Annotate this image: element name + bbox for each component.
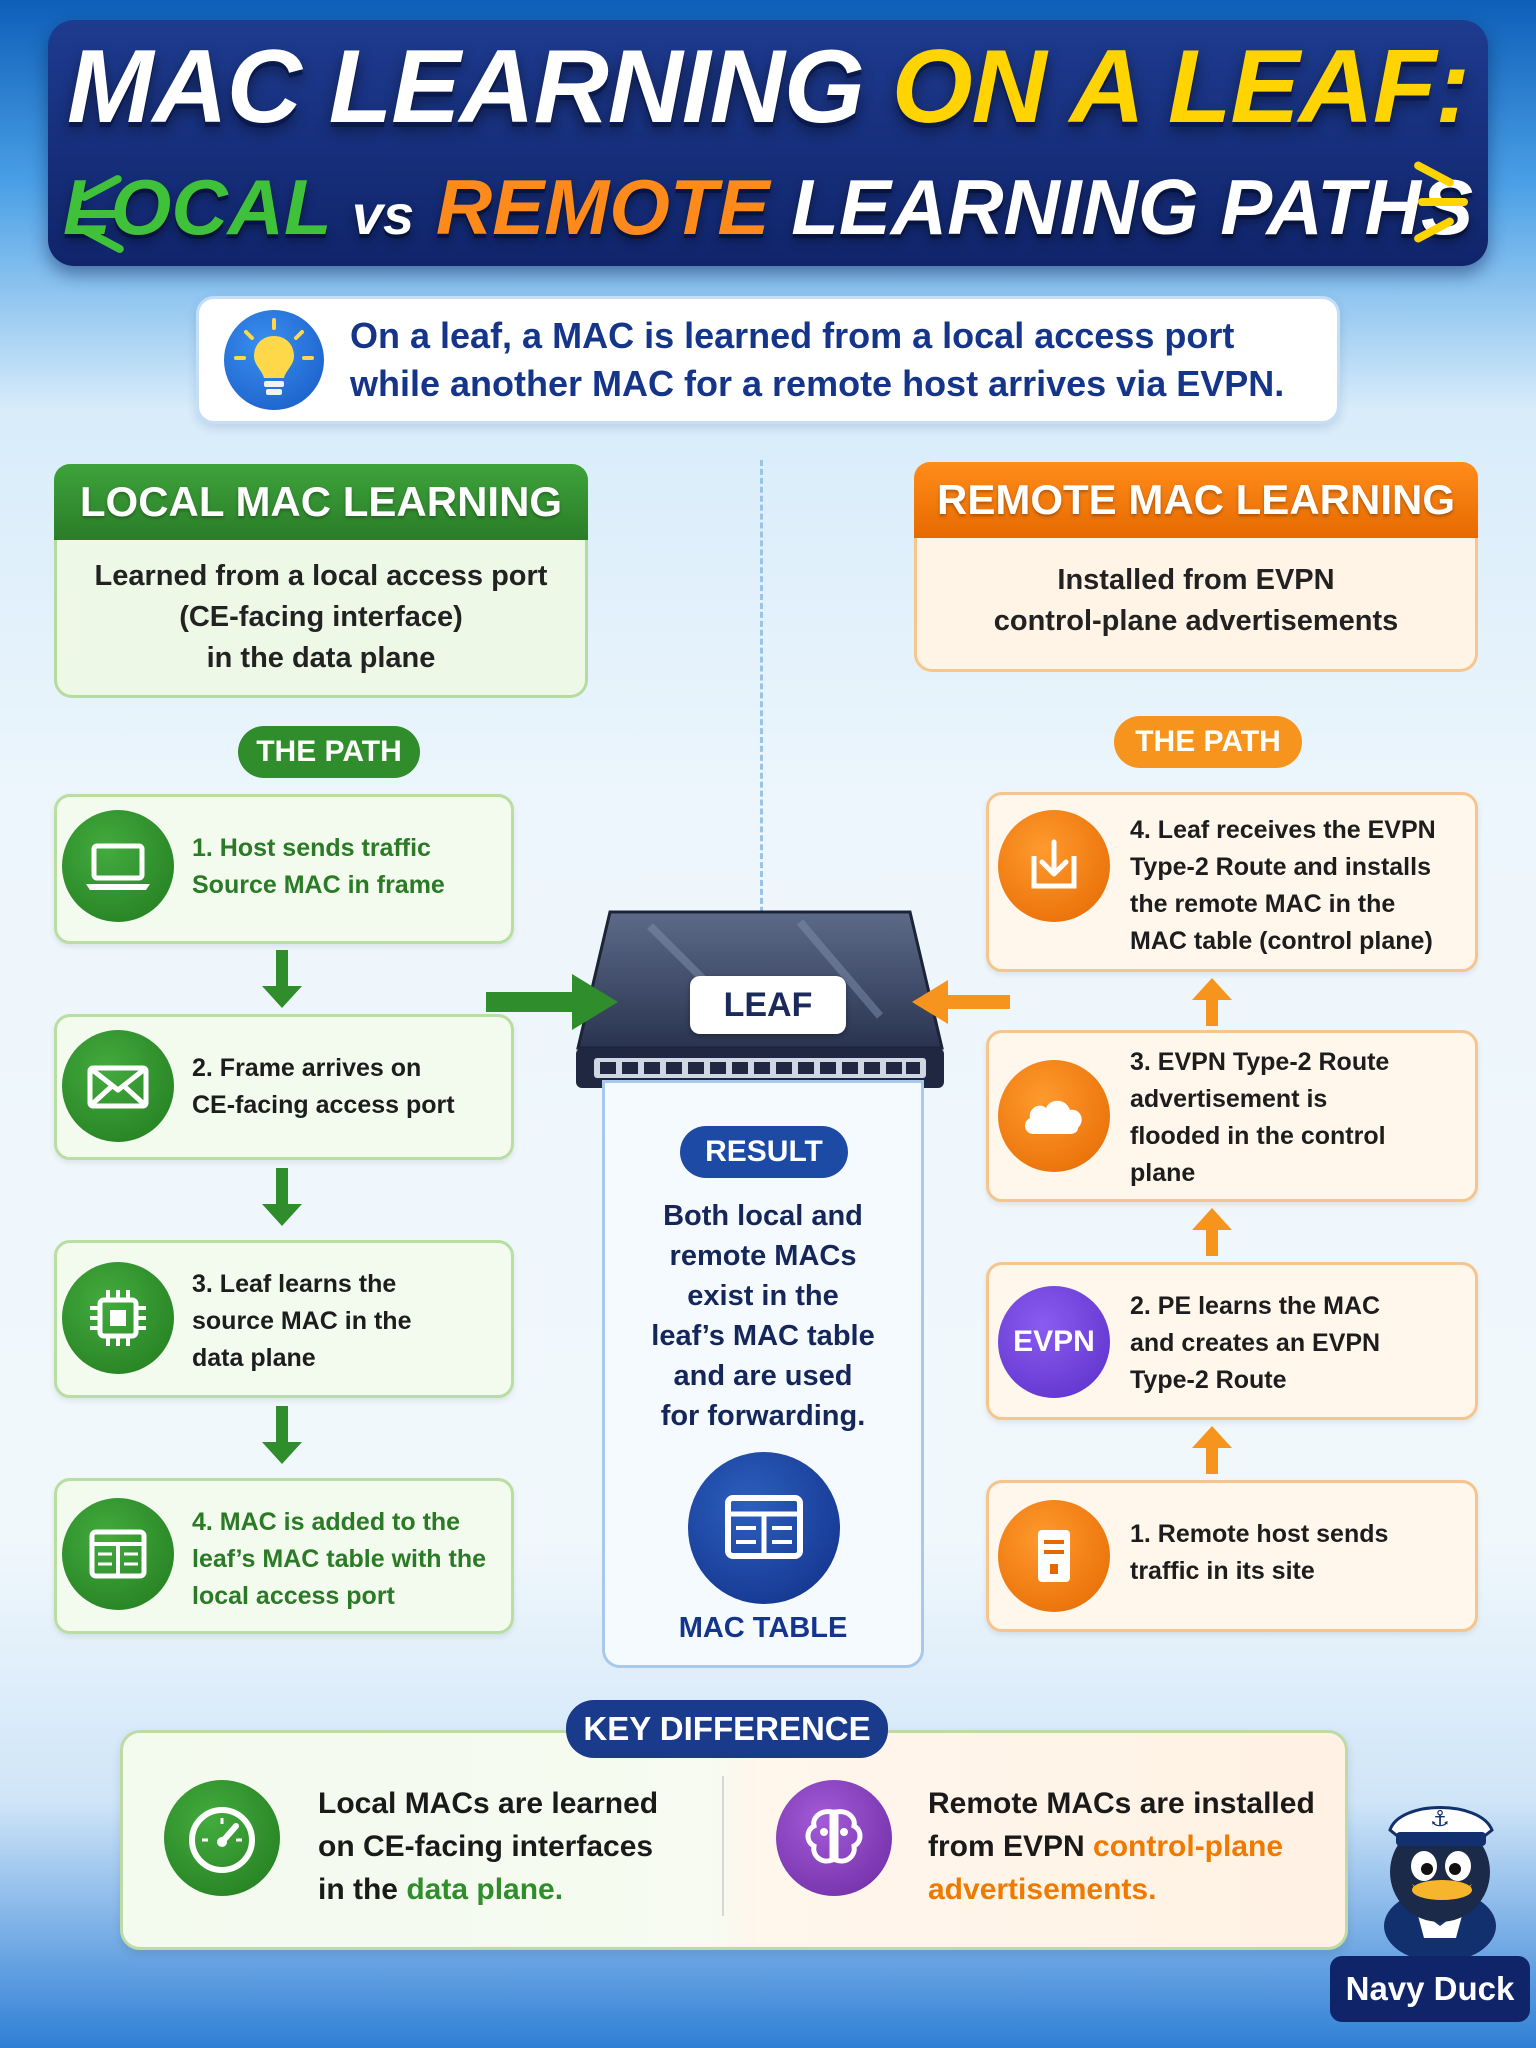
result-label: RESULT [680,1126,848,1178]
remote-step-1-text: 1. Remote host sends traffic in its site [1130,1520,1389,1585]
table-icon [62,1498,174,1610]
arrow-up-icon [1192,1426,1232,1474]
center-divider [760,460,763,1020]
mac-table-icon [688,1452,840,1604]
cloud-icon [998,1060,1110,1172]
leaf-label: LEAF [690,976,846,1034]
brain-icon [776,1780,892,1896]
title-banner [48,20,1488,266]
remote-description: Installed from EVPN control-plane advert… [914,538,1478,672]
result-text: Both local and remote MACs exist in the … [651,1200,875,1432]
local-step-1-text: 1. Host sends traffic Source MAC in fram… [192,834,445,899]
intro-panel [196,296,1340,424]
arrow-down-icon [262,950,302,1008]
decor-dash-left [70,210,122,218]
evpn-badge: EVPN [998,1286,1110,1398]
chip-icon [62,1262,174,1374]
download-icon [998,810,1110,922]
arrow-right-icon [486,974,618,1030]
laptop-icon [62,810,174,922]
arrow-down-icon [262,1168,302,1226]
remote-step-3-text: 3. EVPN Type-2 Route advertisement is fl… [1130,1048,1390,1187]
mascot-name: Navy Duck [1330,1956,1530,2022]
decor-dash-right [1418,198,1468,206]
arrow-up-icon [1192,1208,1232,1256]
key-local-text: Local MACs are learned on CE-facing inte… [318,1787,659,1906]
key-divider [722,1776,724,1916]
arrow-up-icon [1192,978,1232,1026]
mac-table-label: MAC TABLE [678,1612,848,1644]
key-difference-label: KEY DIFFERENCE [566,1700,888,1758]
arrow-left-icon [912,980,1010,1024]
local-heading: LOCAL MAC LEARNING [54,464,588,540]
local-step-2-text: 2. Frame arrives on CE-facing access por… [192,1054,455,1119]
page-subtitle: LOCAL vs REMOTE LEARNING PATHS [63,163,1473,251]
local-step-4-text: 4. MAC is added to the leaf’s MAC table … [192,1508,487,1610]
key-difference-panel [120,1730,1348,1950]
remote-path-label: THE PATH [1114,716,1302,768]
svg-text:⚓: ⚓ [1430,1807,1450,1832]
navy-duck-mascot: ⚓ [1384,1806,1496,1960]
local-path-label: THE PATH [238,726,420,778]
local-step-3-text: 3. Leaf learns the source MAC in the dat… [192,1270,412,1372]
local-description: Learned from a local access port (CE-fac… [54,540,588,698]
remote-step-2-text: 2. PE learns the MAC and creates an EVPN… [1130,1292,1381,1394]
arrow-down-icon [262,1406,302,1464]
lightbulb-icon [224,310,324,410]
gauge-icon [164,1780,280,1896]
frame-envelope-icon [62,1030,174,1142]
page-title: MAC LEARNING ON A LEAF: [66,29,1470,145]
server-icon [998,1500,1110,1612]
remote-step-4-text: 4. Leaf receives the EVPN Type-2 Route a… [1130,816,1436,955]
intro-text: On a leaf, a MAC is learned from a local… [350,315,1285,404]
key-remote-text: Remote MACs are installed from EVPN cont… [928,1787,1315,1906]
remote-heading: REMOTE MAC LEARNING [914,462,1478,538]
